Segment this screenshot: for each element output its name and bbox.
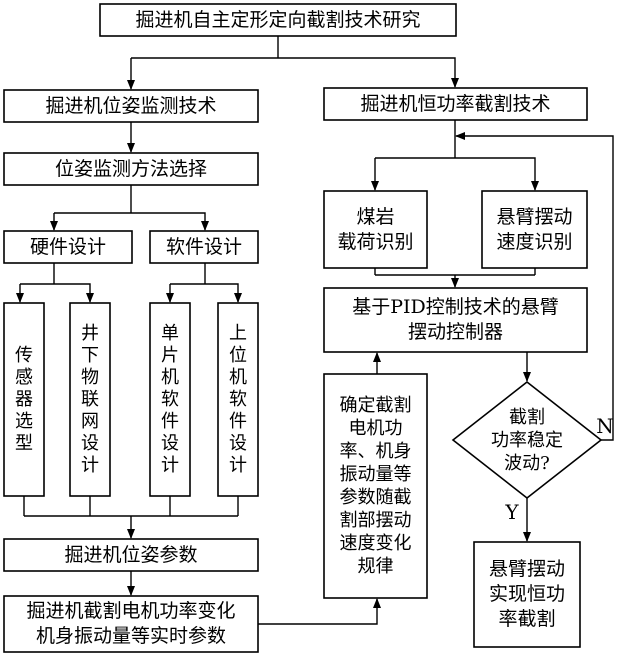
host-software-label: 上 位 机 软 件 设 计 [229,322,247,476]
to-software-design-arrow [54,212,209,231]
hardware-design-box [3,230,133,264]
pose-monitoring-label: 掘进机位姿监测技术 [45,94,217,117]
constant-power-box [323,87,588,121]
decision-no-loop-arrow [455,132,614,441]
pose-parameters-box [3,538,259,572]
software-design-label: 软件设计 [165,235,242,258]
mcu-software-box [149,302,191,497]
no-label: N [596,413,614,438]
pose-parameters-label: 掘进机位姿参数 [64,543,198,566]
title-box [99,3,457,37]
branch-to-constant-power-arrow [131,57,459,88]
result-label: 悬臂摆动 实现恒功 率截割 [488,558,565,630]
sensor-selection-box [3,302,45,497]
variation-law-label: 确定截割 电机功 率、机身 振动量等 参数随截 割部摆动 速度变化 规律 [339,395,412,577]
sensor-selection-label: 传 感 器 选 型 [15,344,33,454]
variation-law-box [323,373,428,599]
pid-controller-box [323,287,588,353]
speed-identification-label: 悬臂摆动 速度识别 [496,205,573,253]
speed-identification-box [481,190,588,269]
to-speed-identification-arrow [375,157,539,191]
method-selection-label: 位姿监测方法选择 [54,157,207,180]
realtime-to-variation-law-arrow [258,598,381,625]
constant-power-label: 掘进机恒功率截割技术 [360,92,551,115]
hardware-design-label: 硬件设计 [29,235,106,258]
pid-controller-label: 基于PID控制技术的悬臂 摆动控制器 [352,296,559,343]
to-iot-design-arrow [20,283,94,303]
software-design-box [149,230,259,264]
yes-label: Y [505,499,519,524]
iot-design-label: 井 下 物 联 网 设 计 [81,322,99,476]
title-label: 掘进机自主定形定向截割技术研究 [135,8,421,31]
mcu-software-label: 单 片 机 软 件 设 计 [161,322,179,476]
pose-monitoring-box [3,89,259,123]
to-host-software-arrow [170,283,242,303]
load-identification-label: 煤岩 载荷识别 [337,205,414,253]
decision-label: 截割 功率稳定 波动? [491,406,563,474]
result-box [473,541,581,648]
realtime-parameters-label: 掘进机截割电机功率变化 机身振动量等实时参数 [26,600,236,647]
